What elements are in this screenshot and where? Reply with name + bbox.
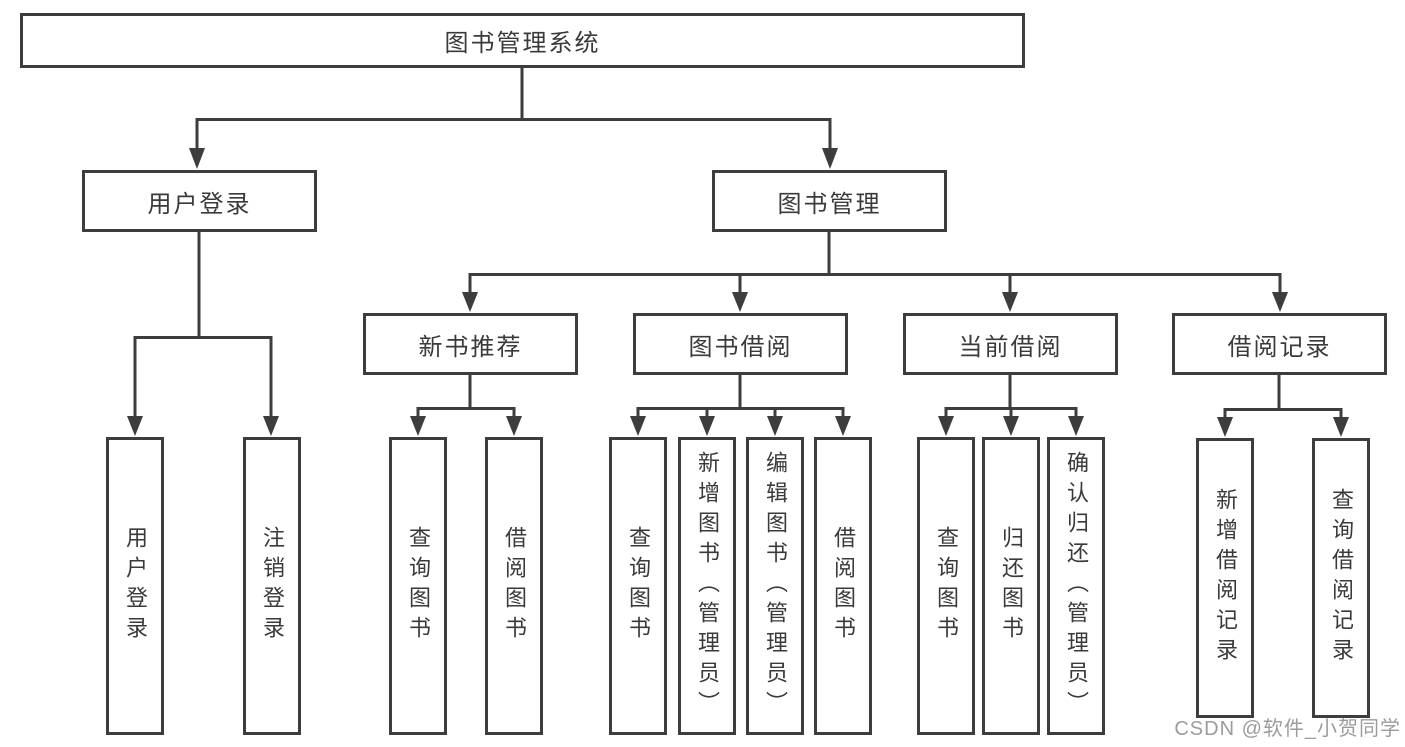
leaf-edit-books-admin: 编辑图书（管理员） <box>746 437 804 735</box>
node-label: 新书推荐 <box>418 333 523 361</box>
node-label: 借阅记录 <box>1227 333 1332 361</box>
node-label: 新增借阅记录 <box>1213 488 1238 668</box>
leaf-logout-login: 注销登录 <box>243 437 301 735</box>
node-label: 图书借阅 <box>688 333 793 361</box>
node-label: 确认归还（管理员） <box>1064 451 1089 721</box>
leaf-borrow-books: 借阅图书 <box>814 437 872 735</box>
leaf-confirm-return-admin: 确认归还（管理员） <box>1047 437 1105 735</box>
leaf-query-books-borrow: 查询图书 <box>609 437 667 735</box>
node-book-borrow: 图书借阅 <box>633 313 848 375</box>
csdn-watermark: CSDN @软件_小贺同学 <box>1174 718 1401 740</box>
node-label: 用户登录 <box>147 190 252 218</box>
leaf-query-books-recommend: 查询图书 <box>389 437 447 735</box>
node-label: 用户登录 <box>123 526 148 646</box>
node-label: 编辑图书（管理员） <box>763 451 788 721</box>
node-label: 注销登录 <box>260 526 285 646</box>
node-label: 归还图书 <box>999 526 1024 646</box>
node-label: 查询图书 <box>934 526 959 646</box>
node-label: 查询图书 <box>626 526 651 646</box>
node-label: 当前借阅 <box>958 333 1063 361</box>
leaf-query-books-current: 查询图书 <box>917 437 975 735</box>
node-book-management: 图书管理 <box>712 170 947 232</box>
node-current-borrow: 当前借阅 <box>903 313 1118 375</box>
leaf-add-books-admin: 新增图书（管理员） <box>678 437 736 735</box>
node-user-login: 用户登录 <box>82 170 317 232</box>
node-borrow-records: 借阅记录 <box>1172 313 1387 375</box>
node-new-book-recommend: 新书推荐 <box>363 313 578 375</box>
node-library-management-system: 图书管理系统 <box>20 13 1025 68</box>
leaf-borrow-books-recommend: 借阅图书 <box>485 437 543 735</box>
node-label: 借阅图书 <box>831 526 856 646</box>
node-label: 查询图书 <box>406 526 431 646</box>
leaf-query-borrow-record: 查询借阅记录 <box>1312 438 1370 718</box>
leaf-add-borrow-record: 新增借阅记录 <box>1196 438 1254 718</box>
leaf-user-login: 用户登录 <box>106 437 164 735</box>
leaf-return-books: 归还图书 <box>982 437 1040 735</box>
node-label: 新增图书（管理员） <box>695 451 720 721</box>
node-label: 图书管理系统 <box>444 30 601 57</box>
node-label: 图书管理 <box>777 190 882 218</box>
node-label: 查询借阅记录 <box>1329 488 1354 668</box>
node-label: 借阅图书 <box>502 526 527 646</box>
